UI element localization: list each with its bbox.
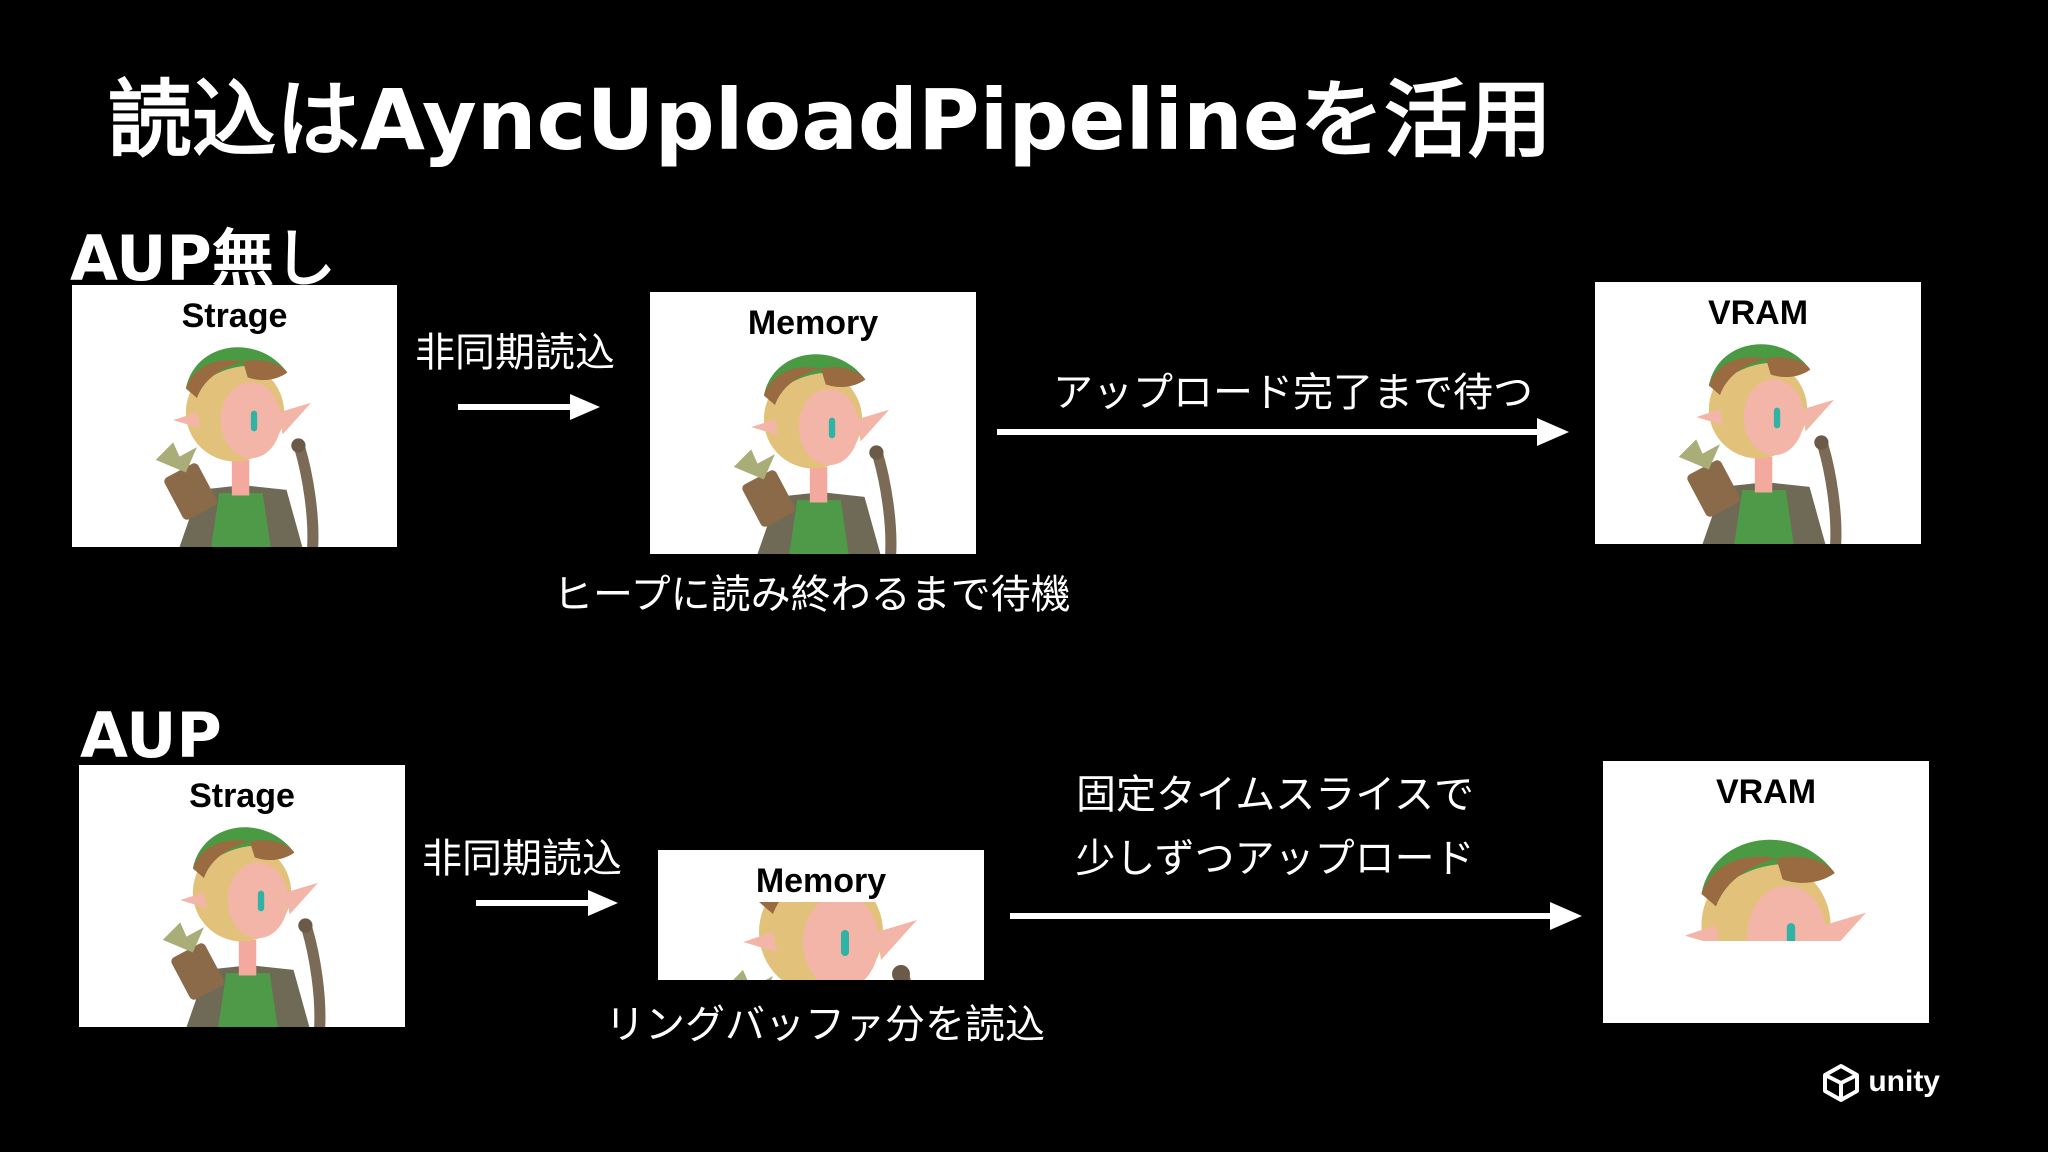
- character-image: [117, 813, 367, 1027]
- step-time-slice-line1: 固定タイムスライスで: [1076, 772, 1474, 818]
- unity-logo-icon: [1823, 1064, 1860, 1102]
- character-image: [110, 333, 360, 547]
- memory-box-aup: Memory: [658, 850, 984, 980]
- step-wait-upload-no-aup: アップロード完了まで待つ: [1053, 370, 1533, 416]
- character-image: [1633, 330, 1883, 544]
- arrow-storage-to-memory-aup: [476, 890, 618, 916]
- vram-label: VRAM: [1707, 294, 1809, 332]
- arrow-storage-to-memory-no-aup: [458, 394, 600, 420]
- step-async-read-aup: 非同期読込: [422, 836, 622, 882]
- arrow-memory-to-vram-no-aup: [997, 418, 1569, 446]
- section-heading-aup: AUP: [80, 699, 222, 772]
- vram-box-aup: VRAM: [1603, 761, 1929, 1023]
- memory-box-no-aup: Memory: [650, 292, 976, 554]
- storage-label: Strage: [189, 777, 295, 815]
- character-image: [688, 340, 938, 554]
- page-title: 読込はAyncUploadPipelineを活用: [108, 71, 1552, 169]
- arrow-memory-to-vram-aup: [1010, 902, 1582, 930]
- section-heading-no-aup: AUP無し: [70, 222, 336, 295]
- step-async-read-no-aup: 非同期読込: [415, 330, 615, 376]
- step-time-slice-aup: 固定タイムスライスで 少しずつアップロード: [1060, 770, 1490, 884]
- note-wait-heap-no-aup: ヒープに読み終わるまで待機: [553, 572, 1071, 618]
- step-time-slice-line2: 少しずつアップロード: [1075, 836, 1475, 882]
- character-image-partial: [701, 902, 941, 980]
- storage-label: Strage: [181, 297, 288, 335]
- unity-logo: unity: [1820, 1062, 1940, 1102]
- storage-box-no-aup: Strage: [72, 285, 397, 547]
- storage-box-aup: Strage: [79, 765, 405, 1027]
- vram-label: VRAM: [1715, 773, 1817, 811]
- memory-label: Memory: [747, 304, 879, 342]
- character-image-partial: [1641, 821, 1891, 941]
- unity-logo-text: unity: [1868, 1065, 1940, 1098]
- note-ring-buffer-aup: リングバッファ分を読込: [605, 1002, 1045, 1048]
- memory-label: Memory: [755, 862, 887, 900]
- vram-box-no-aup: VRAM: [1595, 282, 1921, 544]
